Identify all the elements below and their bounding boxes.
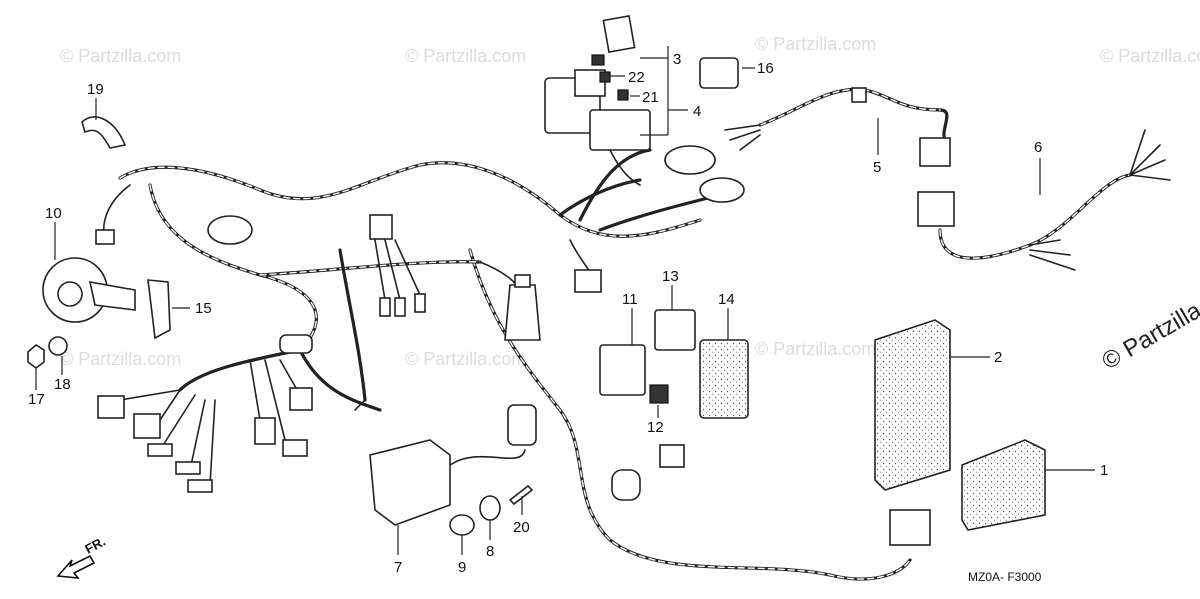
callout-1: 1 xyxy=(1100,462,1108,479)
connector-block xyxy=(282,439,308,457)
part-12-small-relay[interactable] xyxy=(649,384,669,404)
fuse-part-21 xyxy=(617,89,629,101)
connector-pin xyxy=(379,297,391,317)
watermark-text: © Partzilla.com xyxy=(1100,46,1200,66)
fuse-part-3 xyxy=(591,54,605,66)
diagram-code: MZ0A- F3000 xyxy=(968,570,1042,584)
clip-part-19[interactable] xyxy=(81,116,127,149)
connector-block xyxy=(889,509,931,546)
washer-part-18[interactable] xyxy=(48,336,68,356)
callout-labels: 1 2 3 4 5 6 7 8 9 10 11 12 13 14 15 16 1… xyxy=(28,51,1108,576)
connector-block xyxy=(917,191,955,227)
harness-connectors xyxy=(95,145,745,501)
watermark-text: © Partzilla.com xyxy=(755,34,876,54)
front-label: FR. xyxy=(82,534,108,557)
callout-22: 22 xyxy=(628,69,645,86)
fuse-box-base xyxy=(589,109,651,151)
bolt-part-20[interactable] xyxy=(508,484,534,506)
fuse-box-cluster[interactable] xyxy=(544,15,651,186)
watermark-edge-text: © Partzilla xyxy=(1098,297,1200,376)
connector-block xyxy=(97,395,125,419)
callout-14: 14 xyxy=(718,291,735,308)
watermark-text: © Partzilla.com xyxy=(60,349,181,369)
connector-bullet xyxy=(147,443,173,457)
callout-9: 9 xyxy=(458,559,466,576)
connector-block xyxy=(289,387,313,411)
connector-block xyxy=(659,444,685,468)
callout-19: 19 xyxy=(87,81,104,98)
sleeve-cylinder xyxy=(207,215,253,245)
part-16-relay-clip[interactable] xyxy=(699,57,739,89)
front-direction-indicator: FR. xyxy=(56,534,108,579)
callout-4: 4 xyxy=(693,103,701,120)
nut-part-17[interactable] xyxy=(27,344,45,369)
relay-part-11[interactable] xyxy=(599,344,646,396)
holder-part-1[interactable] xyxy=(961,439,1046,531)
fuse-box-cover xyxy=(602,15,636,53)
connector-bullet xyxy=(187,479,213,493)
callout-6: 6 xyxy=(1034,139,1042,156)
main-wire-harness[interactable] xyxy=(103,148,912,581)
callout-20: 20 xyxy=(513,519,530,536)
callout-2: 2 xyxy=(994,349,1002,366)
condenser-cap xyxy=(514,274,531,288)
grommet-part-9[interactable] xyxy=(449,514,475,536)
horn-bracket xyxy=(88,281,136,311)
horn-assembly[interactable] xyxy=(42,257,171,340)
wire-clamp xyxy=(851,87,867,103)
horn-center xyxy=(57,281,83,307)
callout-17: 17 xyxy=(28,391,45,408)
collar-part-8[interactable] xyxy=(479,495,501,521)
relay-part-13[interactable] xyxy=(654,309,696,351)
relay-part-14[interactable] xyxy=(699,339,749,419)
watermark-text: © Partzilla.com xyxy=(755,339,876,359)
callout-10: 10 xyxy=(45,205,62,222)
bracket-part-15 xyxy=(147,279,171,340)
leader-lines xyxy=(35,46,1095,555)
sleeve-cylinder xyxy=(699,177,745,203)
callout-3: 3 xyxy=(673,51,681,68)
callout-7: 7 xyxy=(394,559,402,576)
watermark-text: © Partzilla.com xyxy=(405,349,526,369)
sleeve-cylinder xyxy=(664,145,716,175)
callout-5: 5 xyxy=(873,159,881,176)
callout-12: 12 xyxy=(647,419,664,436)
callout-18: 18 xyxy=(54,376,71,393)
connector-block xyxy=(133,413,161,439)
grommet xyxy=(279,334,313,354)
callout-11: 11 xyxy=(622,291,638,308)
connector-block xyxy=(574,269,602,293)
connector-small xyxy=(95,229,115,245)
connector-round xyxy=(611,469,641,501)
connector-coupler xyxy=(507,404,537,446)
front-arrow-icon xyxy=(56,554,96,579)
unit-part-7[interactable] xyxy=(369,439,451,526)
connector-block xyxy=(369,214,393,240)
watermark-text: © Partzilla.com xyxy=(405,46,526,66)
callout-8: 8 xyxy=(486,543,494,560)
condenser-bottle xyxy=(504,284,541,341)
control-unit-part-2[interactable] xyxy=(874,319,951,491)
callout-16: 16 xyxy=(757,60,774,77)
connector-block xyxy=(919,137,951,167)
connector-pin xyxy=(394,297,406,317)
watermark-text: © Partzilla.com xyxy=(60,46,181,66)
fuse-part-22 xyxy=(599,71,611,83)
connector-pin xyxy=(414,293,426,313)
sub-harness-right[interactable] xyxy=(724,87,1171,271)
callout-21: 21 xyxy=(642,89,659,106)
connector-bullet xyxy=(175,461,201,475)
connector-block xyxy=(254,417,276,445)
callout-13: 13 xyxy=(662,268,679,285)
callout-15: 15 xyxy=(195,300,212,317)
